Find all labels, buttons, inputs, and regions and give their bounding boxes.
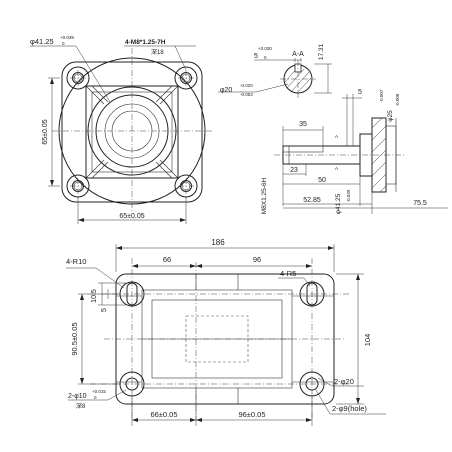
shaft-tol-upper: -0.020 [240,83,253,88]
width-dim: 65±0.05 [119,213,144,220]
bore-tol-upper: +0.039 [60,35,74,40]
pin-hole: 2-φ10 [68,393,87,400]
pin-depth: 深8 [76,402,86,410]
key-width-5: 5 [358,89,362,96]
left-span: 66 [163,255,171,264]
right-span-tol: 96±0.05 [238,410,265,419]
keyway-width-tol-lower: 0 [264,55,267,60]
pilot-dia: φ41.25 [335,193,342,214]
corner-radius: 4-R10 [66,257,86,266]
pin-tol-upper: +0.015 [92,389,106,394]
right-span: 96 [253,255,261,264]
key [282,145,324,153]
pin-tol-lower: 0 [94,395,97,400]
section-aa-title: A-A [292,51,304,58]
key-tol-lower: -0.008 [395,93,400,106]
counterbore-dia: 2-φ20 [334,377,354,386]
bore-callout: φ41.25 [30,37,54,46]
section-mark-a-top: A [335,134,338,139]
len-23: 23 [290,167,298,174]
slot-radius: 4-R5 [280,269,296,278]
left-span-tol: 66±0.05 [150,410,177,419]
thread-callout: 4-M8*1.25-7H [125,39,166,46]
keyway-width: 5 [254,53,258,60]
length-35: 35 [299,121,307,128]
height-dim: 65±0.05 [42,119,49,144]
len-5285: 52.85 [303,197,321,204]
slot-height: 10.5 [91,289,98,303]
slot-width: 5 [101,308,108,312]
overall-height: 104 [363,334,372,347]
shaft-dia: φ20 [220,87,232,94]
bore-tol-lower: 0 [62,41,65,46]
front-view: φ41.25 +0.039 0 4-M8*1.25-7H 深18 65±0.05… [30,35,214,224]
pilot-tol: -0.039 [346,189,351,202]
keyway-width-tol-upper: +0.030 [258,46,272,51]
hole-dia: 2-φ9(hole) [332,404,367,413]
overall-width: 186 [211,238,225,247]
thread-depth: 深18 [151,48,164,56]
section-mark-a-bottom: A [335,166,338,171]
len-50: 50 [318,177,326,184]
base-view: 186 66 96 4-R10 4-R5 10.5 5 90.5±0.05 [66,238,386,426]
side-view: 35 A A 5 φ25 -0.007 -0.008 23 50 52.85 7… [261,89,448,214]
key-depth: 17.31 [318,43,325,60]
section-aa-view: A-A 5 +0.030 0 17.31 φ20 -0.020 -0.053 [218,43,332,98]
len-755: 75.5 [413,200,427,207]
vertical-pitch: 90.5±0.05 [70,322,79,355]
side-thread-callout: M8X1.25-6H [261,177,268,214]
key-tol-upper: -0.007 [379,89,384,102]
shaft-tol-lower: -0.053 [240,92,253,97]
shaft-dia-callout: φ25 [387,110,394,122]
